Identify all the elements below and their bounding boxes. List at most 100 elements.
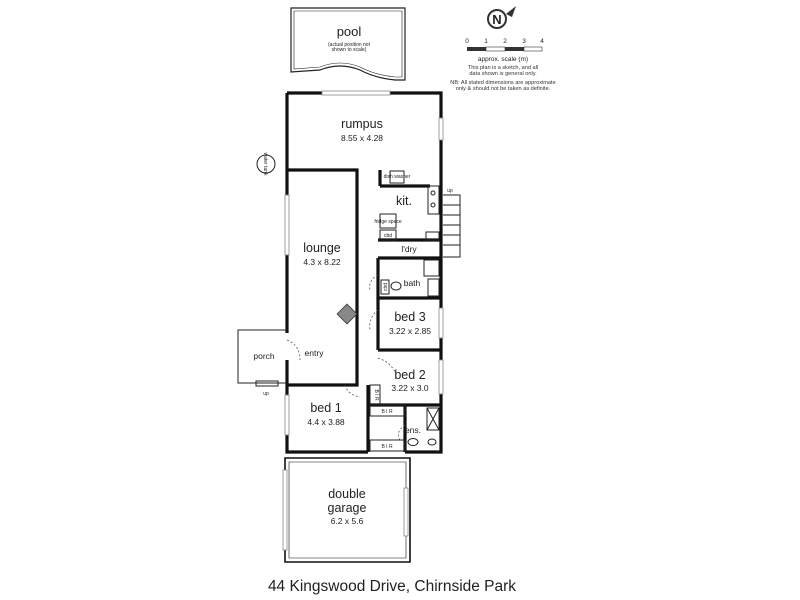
bir-top-label: B I R <box>381 409 393 415</box>
scale-tick-0: 0 <box>465 38 469 45</box>
kitchen-bench-right <box>427 185 440 215</box>
scale-bar: 0 1 2 3 4 approx. scale (m) This plan is… <box>450 38 555 92</box>
kitchen-sink <box>425 231 440 241</box>
door-bed2 <box>377 357 396 373</box>
bir-bottom <box>369 439 406 452</box>
cooktop-burner-1 <box>430 190 436 196</box>
bath-cupboard-label: cbd <box>383 283 389 291</box>
door-entry <box>286 339 301 361</box>
bath-name: bath <box>404 278 421 288</box>
door-bed3 <box>369 309 379 331</box>
fireplace-box <box>336 303 358 325</box>
garage-name-1: double <box>328 487 366 501</box>
scale-note-2: data shown is general only. <box>469 71 537 77</box>
entry-name: entry <box>305 348 325 358</box>
scale-note-4: only & should not be taken as definite. <box>456 86 551 92</box>
bath-cupboard <box>380 279 390 295</box>
dishwasher-label: dish washer <box>384 174 411 180</box>
house-walls <box>285 91 443 454</box>
door-bath <box>369 274 379 291</box>
outer-wall-right <box>405 172 443 454</box>
compass-arrow <box>506 6 516 17</box>
kitchen-fixtures: dish washer fridge space cbd <box>374 170 440 241</box>
ensuite-basin <box>427 438 437 446</box>
compass-letter: N <box>492 12 501 27</box>
water-tank-label: water tank <box>262 152 268 176</box>
windows <box>284 90 444 436</box>
stairs-up-label: up <box>447 188 453 194</box>
bed2-name: bed 2 <box>394 368 425 382</box>
scale-tick-2: 2 <box>503 38 507 45</box>
ensuite-fixtures: B I R B I R B I R <box>369 384 440 452</box>
window-lounge-left <box>284 194 290 256</box>
scale-tick-3: 3 <box>522 38 526 45</box>
bed3-dims: 3.22 x 2.85 <box>389 326 431 336</box>
water-tank: water tank <box>256 152 276 176</box>
door-bed1 <box>344 384 361 398</box>
compass-circle <box>487 9 507 29</box>
stairs: up <box>443 188 461 258</box>
bir-bottom-label: B I R <box>381 444 393 450</box>
lounge-dims: 4.3 x 8.22 <box>303 257 341 267</box>
garage-door <box>282 469 288 551</box>
scale-seg-1 <box>485 46 506 52</box>
bir-bed2 <box>369 384 381 406</box>
fridge-space <box>379 213 397 229</box>
ensuite-name: ens. <box>405 425 421 435</box>
lounge-name: lounge <box>303 241 341 255</box>
scale-tick-1: 1 <box>484 38 488 45</box>
pool: pool (actual position not shown to scale… <box>290 7 406 81</box>
garage-name-2: garage <box>328 501 367 515</box>
bath-vanity <box>427 278 440 297</box>
garage-window <box>403 487 409 537</box>
window-bed2 <box>438 359 444 395</box>
pool-label: pool <box>337 24 362 39</box>
scale-note-3: NB: All stated dimensions are approximat… <box>450 80 555 86</box>
scale-caption: approx. scale (m) <box>478 56 528 63</box>
address-title: 44 Kingswood Drive, Chirnside Park <box>268 578 516 595</box>
window-bed1 <box>284 394 290 436</box>
garage-outline-inner <box>288 461 407 559</box>
fireplace <box>336 303 358 325</box>
pool-note-1: (actual position not <box>328 42 371 48</box>
bath-fixtures: cbd <box>380 259 440 297</box>
porch-step <box>255 380 279 387</box>
ensuite-shower <box>426 407 440 431</box>
kitchen-cupboard-label: cbd <box>384 233 392 239</box>
fridge-label: fridge space <box>374 219 401 225</box>
garage <box>282 457 411 563</box>
kitchen-cupboard <box>379 229 397 241</box>
bed1-name: bed 1 <box>310 401 341 415</box>
bed1-dims: 4.4 x 3.88 <box>307 417 345 427</box>
laundry-name: l'dry <box>401 244 417 254</box>
bed2-dims: 3.22 x 3.0 <box>391 383 429 393</box>
scale-seg-0 <box>467 47 486 51</box>
scale-seg-3 <box>523 46 543 52</box>
shower <box>423 259 440 277</box>
porch-name: porch <box>253 351 275 361</box>
scale-note-1: This plan is a sketch, and all <box>468 65 538 71</box>
rumpus-dims: 8.55 x 4.28 <box>341 133 383 143</box>
bath-toilet <box>390 281 402 291</box>
rumpus-name: rumpus <box>341 117 383 131</box>
ensuite-toilet <box>407 438 419 446</box>
garage-dims: 6.2 x 5.6 <box>331 516 364 526</box>
room-labels: rumpus 8.55 x 4.28 kit. lounge 4.3 x 8.2… <box>253 117 431 526</box>
kitchen-name: kit. <box>396 194 412 208</box>
bed3-name: bed 3 <box>394 310 425 324</box>
pool-note-2: shown to scale) <box>332 47 367 53</box>
bir-top <box>369 404 406 417</box>
pool-outline-inner <box>293 10 403 78</box>
window-rumpus-top <box>321 90 391 96</box>
rumpus-divider <box>287 168 359 387</box>
porch-outline <box>237 329 287 384</box>
stairs-outline <box>443 194 461 258</box>
north-compass: N <box>487 6 516 29</box>
bir-bed2-label: B I R <box>373 389 379 401</box>
cooktop-burner-2 <box>430 202 436 208</box>
scale-seg-2 <box>505 47 524 51</box>
doors <box>286 274 406 441</box>
dishwasher <box>389 170 405 184</box>
window-rumpus-right <box>438 117 444 141</box>
